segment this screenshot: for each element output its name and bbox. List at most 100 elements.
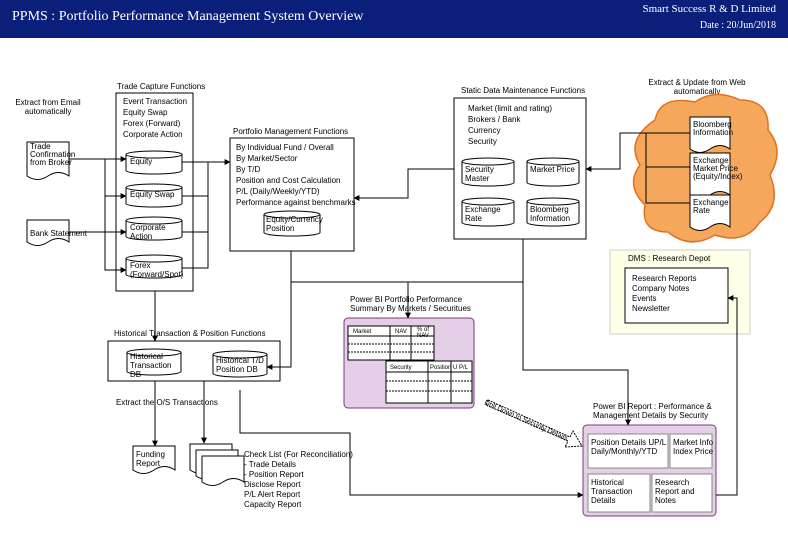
nav-table-header: Market	[353, 329, 372, 335]
portfolio-mgmt-title: Portfolio Management Functions	[233, 127, 348, 136]
static-data-db-label: Master	[465, 174, 490, 183]
history-txn-db-label: Transaction	[130, 361, 172, 370]
checklist-item: - Trade Details	[244, 460, 296, 469]
detail-cell-label: Transaction	[591, 487, 633, 496]
detail-cell-label: Report and	[655, 487, 695, 496]
dms-item: Research Reports	[632, 274, 696, 283]
history-txn-db-top	[126, 348, 182, 357]
dms-item: Events	[632, 294, 656, 303]
bank-statement-label: Bank Statement	[30, 229, 88, 238]
web-bloomberg-to-static	[585, 132, 690, 172]
powerbi-summary-title: Summary By Markets / Securitues	[350, 304, 471, 313]
static-data-db-label: Bloomberg	[530, 205, 569, 214]
detail-cell-label: Market Info	[673, 438, 714, 447]
static-data-item: Security	[468, 137, 497, 146]
history-to-detail	[239, 390, 584, 498]
static-data-db	[461, 201, 515, 227]
web-source-label: Market Price	[693, 164, 738, 173]
trade-capture-db-label: Equity Swap	[130, 190, 175, 199]
title-bar: PPMS : Portfolio Performance Management …	[0, 0, 788, 38]
checklist-doc-front	[201, 455, 245, 486]
forex-to-portfolio	[182, 232, 209, 269]
trade-confirmation-label: Confirmation	[30, 150, 75, 159]
checklist-item: Capacity Report	[244, 500, 302, 509]
detail-cell-label: Position Details UP/L	[591, 438, 667, 447]
detail-cell-label: Daily/Monthly/YTD	[591, 447, 657, 456]
extract-os-label: Extract the O/S Transactions	[116, 398, 218, 407]
static-data-db-label: Market Price	[530, 165, 575, 174]
static-data-item: Brokers / Bank	[468, 115, 521, 124]
portfolio-mgmt-item: By Individual Fund / Overall	[236, 143, 334, 152]
trade-capture-db	[125, 187, 183, 208]
static-data-db-label: Security	[465, 165, 494, 174]
nav-table-header: % of	[417, 327, 429, 333]
static-data-db	[526, 161, 580, 187]
page-title: PPMS : Portfolio Performance Management …	[12, 9, 364, 24]
history-position-db	[212, 354, 268, 378]
funding-report-label: Report	[136, 459, 161, 468]
web-source-label: Bloomberg	[693, 120, 732, 129]
web-source-label: (Equity/Index)	[693, 172, 743, 181]
email-extract-title: Extract from Email	[15, 98, 81, 107]
drill-down-label: Drill Down to Security Details	[483, 399, 569, 442]
static-data-db-top	[461, 157, 515, 166]
web-source-doc	[689, 116, 731, 153]
trade-capture-db-top	[125, 254, 183, 263]
static-data-db-top	[461, 197, 515, 206]
trade-capture-item: Event Transaction	[123, 97, 187, 106]
checklist-item: - Position Report	[244, 470, 304, 479]
trade-capture-db-label: Forex	[130, 261, 150, 270]
nav-table-header: NAV	[417, 333, 429, 339]
detail-cell-label: Notes	[655, 496, 676, 505]
static-data-item: Market (limit and rating)	[468, 104, 552, 113]
web-source-label: Exchange	[693, 156, 729, 165]
history-position-db-label: Position DB	[216, 365, 258, 374]
static-data-db-top	[526, 197, 580, 206]
checklist-item: Disclose Report	[244, 480, 301, 489]
position-table-header: Position	[430, 365, 451, 371]
history-txn-db-label: Historical	[130, 352, 163, 361]
static-to-powerbi-summary	[408, 239, 524, 283]
funding-report-label: Funding	[136, 450, 165, 459]
history-title: Historical Transaction & Position Functi…	[114, 329, 266, 338]
equity-position-db-top	[263, 210, 321, 219]
web-extract-title: Extract & Update from Web	[648, 78, 746, 87]
detail-cell	[587, 473, 651, 513]
dms-item: Company Notes	[632, 284, 689, 293]
equity-position-db-label: Equity/Currency	[266, 215, 323, 224]
portfolio-mgmt-item: By T/D	[236, 165, 261, 174]
portfolio-mgmt-item: P/L (Daily/Weekly/YTD)	[236, 187, 320, 196]
position-table-header: U P/L	[453, 365, 469, 371]
history-txn-db-label: DB	[130, 370, 141, 379]
web-rate-link	[645, 167, 690, 204]
company-name: Smart Success R & D Limited	[642, 3, 776, 15]
trade-capture-db-label: Action	[130, 232, 152, 241]
drill-down-arrow	[485, 399, 583, 448]
dms-item: Newsletter	[632, 304, 670, 313]
trade-capture-item: Equity Swap	[123, 108, 168, 117]
checklist-item: P/L Alert Report	[244, 490, 301, 499]
funding-report-doc	[132, 445, 176, 474]
trade-capture-db-top	[125, 216, 183, 225]
trade-confirmation-label: Trade	[30, 142, 51, 151]
detail-cell	[651, 473, 713, 513]
static-data-db-top	[526, 157, 580, 166]
trade-capture-db-label: Equity	[130, 157, 152, 166]
position-table-header: Security	[390, 365, 412, 371]
web-source-doc	[689, 194, 731, 231]
detail-cell	[587, 433, 669, 469]
portfolio-mgmt-item: By Market/Sector	[236, 154, 298, 163]
report-date: Date : 20/Jun/2018	[699, 20, 776, 31]
bank-statement-doc	[26, 219, 70, 246]
equity-position-db-label: Position	[266, 224, 294, 233]
trade-capture-title: Trade Capture Functions	[117, 82, 205, 91]
static-to-portfolio	[353, 168, 454, 201]
static-to-powerbi-detail	[522, 282, 631, 426]
email-extract-title: automatically	[25, 107, 72, 116]
trade-confirmation-doc	[26, 141, 70, 180]
history-position-db-label: Historical T/D	[216, 356, 264, 365]
portfolio-to-history	[266, 251, 292, 370]
dms-title: DMS : Research Depot	[628, 254, 711, 263]
